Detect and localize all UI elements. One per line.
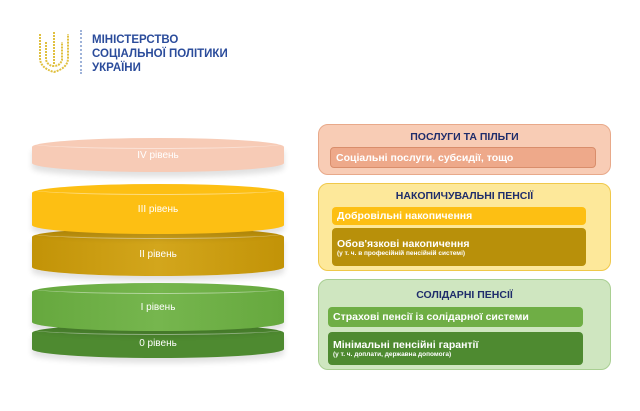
level-3-label: III рівень (137, 203, 179, 215)
solidarity-pensions-title: СОЛІДАРНІ ПЕНСІЇ (416, 289, 513, 301)
trident-emblem-icon (39, 32, 69, 74)
logo-divider (80, 30, 82, 74)
level-4-label: IV рівень (137, 149, 179, 161)
level-1-disk: I рівень (32, 283, 284, 331)
funded-pensions-title: НАКОПИЧУВАЛЬНІ ПЕНСІЇ (395, 190, 534, 202)
services-title: ПОСЛУГИ ТА ПІЛЬГИ (410, 131, 519, 143)
level-1-label: I рівень (140, 301, 176, 313)
minimum-guarantees-note: (у т. ч. доплати, державна допомога) (333, 351, 452, 358)
level-2-label: II рівень (139, 248, 177, 260)
ministry-line-1: МІНІСТЕРСТВО (92, 34, 179, 46)
mandatory-savings-note: (у т. ч. в професійній пенсійній системі… (337, 249, 466, 257)
ministry-name: МІНІСТЕРСТВО СОЦІАЛЬНОЇ ПОЛІТИКИ УКРАЇНИ (92, 33, 228, 75)
services-item: Соціальні послуги, субсидії, тощо (330, 147, 596, 168)
minimum-guarantees-label: Мінімальні пенсійні гарантії (333, 339, 479, 351)
level-0-label: 0 рівень (139, 337, 177, 349)
insurance-pensions-item: Страхові пенсії із солідарної системи (328, 307, 583, 327)
voluntary-savings-label: Добровільні накопичення (337, 210, 473, 222)
mandatory-savings-item: Обов'язкові накопичення(у т. ч. в профес… (332, 228, 586, 266)
level-4-disk: IV рівень (32, 138, 284, 172)
minimum-guarantees-item: Мінімальні пенсійні гарантії(у т. ч. доп… (328, 332, 583, 365)
voluntary-savings-item: Добровільні накопичення (332, 207, 586, 225)
services-item-label: Соціальні послуги, субсидії, тощо (336, 151, 514, 164)
level-2-disk: II рівень (32, 228, 284, 276)
insurance-pensions-label: Страхові пенсії із солідарної системи (333, 311, 529, 323)
services-group: ПОСЛУГИ ТА ПІЛЬГИ Соціальні послуги, суб… (318, 124, 611, 175)
ministry-line-2: СОЦІАЛЬНОЇ ПОЛІТИКИ (92, 48, 228, 60)
solidarity-pensions-group: СОЛІДАРНІ ПЕНСІЇ Страхові пенсії із солі… (318, 279, 611, 370)
level-3-disk: III рівень (32, 184, 284, 234)
ministry-line-3: УКРАЇНИ (92, 62, 141, 74)
mandatory-savings-label: Обов'язкові накопичення (337, 237, 470, 250)
funded-pensions-group: НАКОПИЧУВАЛЬНІ ПЕНСІЇ Добровільні накопи… (318, 183, 611, 271)
